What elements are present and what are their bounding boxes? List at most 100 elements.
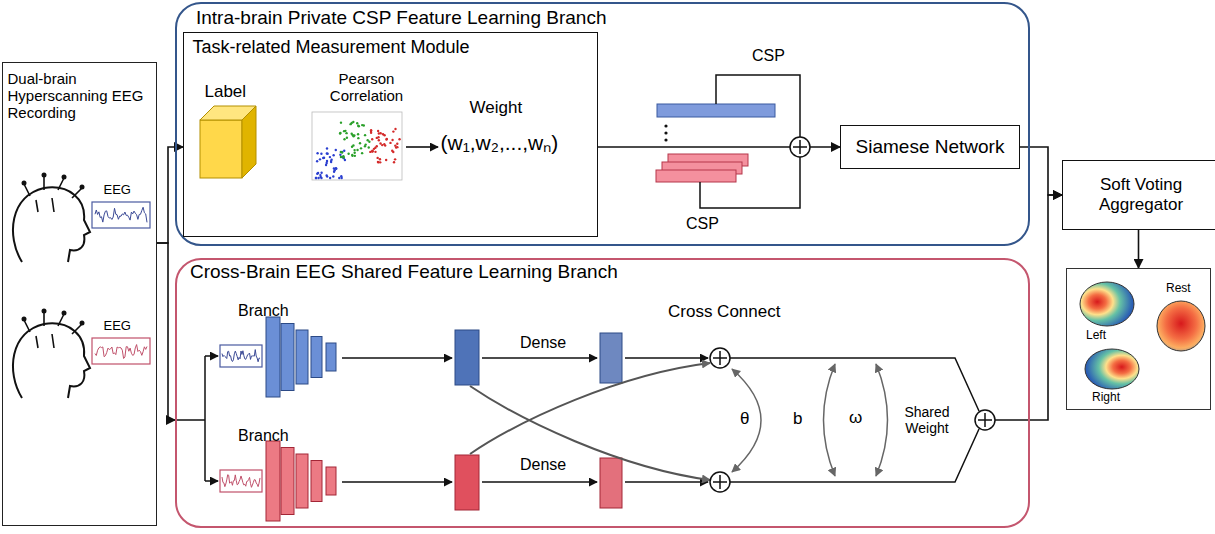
scatter-dot bbox=[339, 132, 341, 134]
inline-label: (w₁,w₂,...,wₙ) bbox=[441, 131, 559, 155]
scatter-dot bbox=[376, 157, 378, 159]
scatter-dot bbox=[371, 150, 373, 152]
heading: Dual-brain Hyperscanning EEG Recording bbox=[8, 70, 148, 122]
panel-title: Cross-Brain EEG Shared Feature Learning … bbox=[190, 261, 618, 283]
cnn-layer bbox=[296, 454, 308, 508]
scatter-dot bbox=[329, 156, 331, 158]
scatter-dot bbox=[370, 129, 372, 131]
branch-panel: Intra-brain Private CSP Feature Learning… bbox=[175, 2, 1030, 246]
scatter-dot bbox=[353, 152, 355, 154]
head-icon bbox=[22, 181, 27, 186]
label-cube bbox=[200, 106, 256, 178]
flow-arrow bbox=[625, 357, 708, 359]
scatter-dot bbox=[332, 154, 334, 156]
head-icon bbox=[80, 321, 85, 326]
head-icon bbox=[42, 173, 47, 178]
scatter-dot bbox=[329, 177, 331, 179]
module-box: Task-related Measurement ModuleLabelPear… bbox=[183, 32, 598, 237]
scatter-dot bbox=[392, 130, 394, 132]
sum-symbol bbox=[978, 413, 992, 427]
scatter-dot bbox=[343, 138, 345, 140]
scatter-dot bbox=[335, 167, 337, 169]
scatter-dot bbox=[351, 155, 353, 157]
scatter-dot bbox=[342, 155, 344, 157]
inline-label: Branch bbox=[238, 427, 289, 445]
sum-symbol bbox=[790, 137, 810, 157]
scatter-dot bbox=[340, 156, 342, 158]
scatter-dot bbox=[360, 147, 362, 149]
module-title: Task-related Measurement Module bbox=[193, 37, 470, 58]
scatter-dot bbox=[378, 139, 380, 141]
label-cube bbox=[242, 106, 256, 178]
scatter-dot bbox=[357, 137, 359, 139]
eeg-signal-box bbox=[92, 202, 150, 228]
parameter-arc bbox=[732, 369, 761, 472]
cnn-layer bbox=[311, 461, 322, 502]
scatter-dot bbox=[361, 124, 363, 126]
feature-block bbox=[455, 330, 479, 385]
csp-bracket bbox=[700, 157, 800, 208]
scatter-dot bbox=[325, 162, 327, 164]
cnn-layer bbox=[281, 448, 294, 515]
scatter-dot bbox=[371, 150, 373, 152]
feature-block bbox=[455, 330, 622, 510]
eeg-wave bbox=[95, 207, 147, 222]
cross-connect-curve bbox=[470, 363, 710, 454]
branch-panel: Cross-Brain EEG Shared Feature Learning … bbox=[175, 258, 1030, 528]
scatter-dot bbox=[345, 132, 347, 134]
csp-feature-bars bbox=[656, 104, 775, 182]
merge-line bbox=[995, 419, 1030, 421]
scatter-dot bbox=[394, 128, 396, 130]
scatter-dot bbox=[386, 138, 388, 140]
scatter-dot bbox=[361, 152, 363, 154]
scatter-dot bbox=[330, 161, 332, 163]
merge-line bbox=[730, 358, 979, 411]
sum-symbol bbox=[710, 472, 730, 492]
eeg-signal-box bbox=[220, 470, 262, 492]
scatter-dot bbox=[326, 147, 328, 149]
panel-title: Intra-brain Private CSP Feature Learning… bbox=[196, 7, 606, 29]
box-label: Soft Voting Aggregator bbox=[1063, 175, 1215, 214]
scatter-dot bbox=[358, 125, 360, 127]
feature-block bbox=[455, 455, 479, 510]
scatter-dot bbox=[377, 161, 379, 163]
scatter-dot bbox=[317, 177, 319, 179]
scatter-dot bbox=[343, 150, 345, 152]
class-label: Left bbox=[1086, 329, 1106, 343]
cnn-layer bbox=[266, 317, 280, 397]
head-icon bbox=[13, 309, 90, 399]
cnn-layer bbox=[311, 337, 322, 378]
cnn-branch-block bbox=[266, 441, 336, 521]
scatter-dot bbox=[326, 175, 328, 177]
scatter-dot bbox=[371, 138, 373, 140]
sum-symbol bbox=[790, 137, 810, 157]
parameter-arc bbox=[824, 364, 836, 476]
csp-bracket bbox=[700, 75, 800, 208]
scatter-dot bbox=[317, 172, 319, 174]
cnn-layer bbox=[281, 324, 294, 391]
scatter-dot bbox=[343, 130, 345, 132]
scatter-dot bbox=[394, 158, 396, 160]
scatter-dot bbox=[335, 149, 337, 151]
eeg-signal-box bbox=[220, 345, 262, 367]
inline-label: Weight bbox=[470, 98, 523, 118]
scatter-dot bbox=[340, 175, 342, 177]
head-icon bbox=[13, 173, 90, 263]
scatter-dot bbox=[350, 133, 352, 135]
input-split-line bbox=[175, 356, 205, 481]
flow-connector bbox=[157, 243, 175, 420]
scatter-dot bbox=[369, 151, 371, 153]
sum-symbol bbox=[713, 475, 727, 489]
scatter-plot bbox=[312, 112, 402, 180]
scatter-dot bbox=[393, 161, 395, 163]
inline-label: Shared Weight bbox=[898, 404, 956, 436]
scatter-plot bbox=[312, 112, 402, 180]
cnn-layer bbox=[326, 343, 336, 371]
inline-label: Rest bbox=[1166, 282, 1191, 296]
process-box: Soft Voting Aggregator bbox=[1062, 160, 1215, 230]
feature-block bbox=[600, 333, 622, 383]
head-icon bbox=[22, 317, 27, 322]
scatter-dot bbox=[383, 143, 385, 145]
scatter-dot bbox=[357, 125, 359, 127]
eeg-wave bbox=[222, 475, 260, 488]
